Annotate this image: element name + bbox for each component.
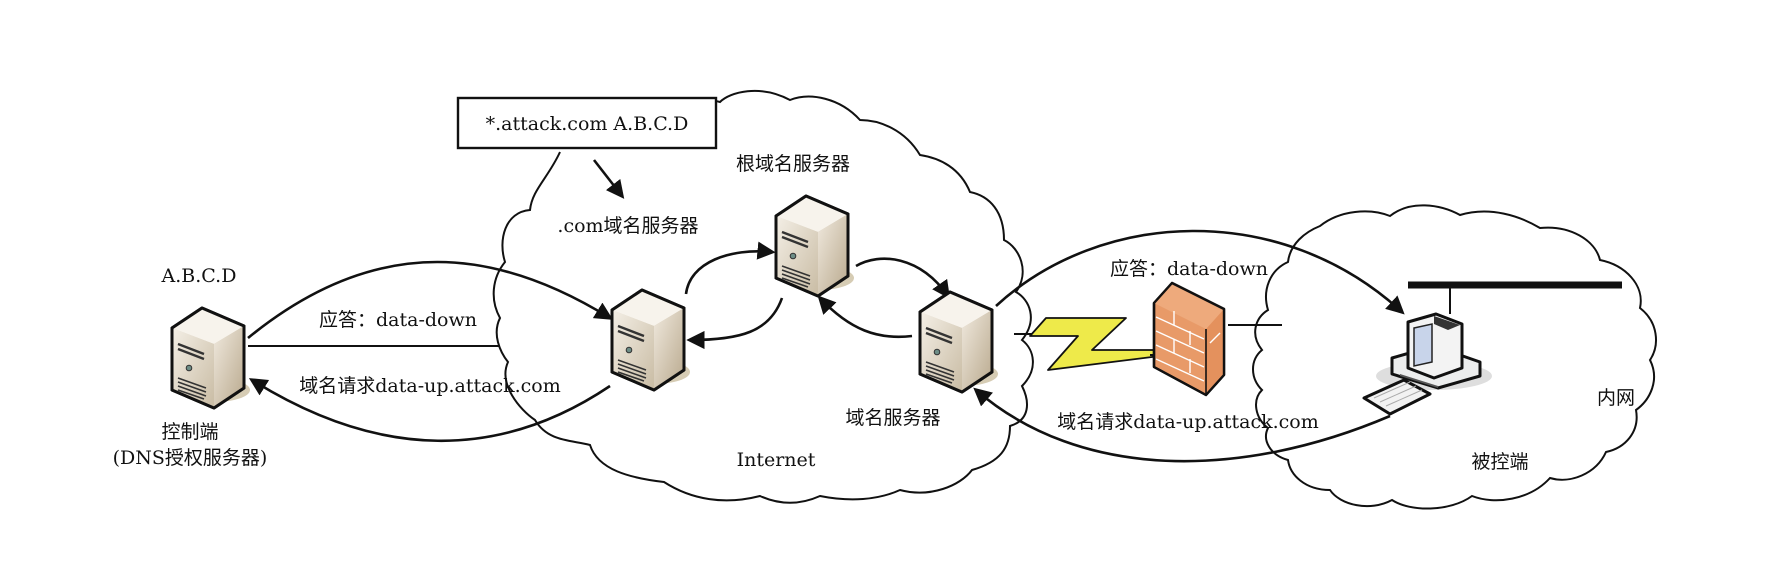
dns-record-box — [456, 96, 718, 150]
root-to-local-arrow — [855, 257, 951, 299]
internet-label: Internet — [737, 449, 816, 471]
wireless-lightning-icon — [1029, 317, 1165, 371]
controller-server-icon — [170, 306, 252, 410]
right-request-arrow — [973, 387, 1391, 463]
left-response-label: 应答：data-down — [319, 309, 477, 331]
local-to-root-arrow — [817, 295, 913, 339]
right-response-arrow — [995, 229, 1405, 315]
record-arrow — [592, 159, 625, 199]
firewall-icon — [1152, 281, 1226, 397]
dns-record-text: *.attack.com A.B.C.D — [486, 113, 689, 135]
root-server-icon — [774, 194, 856, 298]
com-server-label: .com域名服务器 — [557, 215, 698, 237]
local-dns-server-icon — [918, 290, 1000, 394]
victim-pc-icon — [1362, 312, 1492, 416]
com-to-root-arrow — [684, 241, 776, 295]
left-request-arrow — [248, 378, 611, 443]
left-request-label: 域名请求data-up.attack.com — [299, 375, 561, 397]
intranet-label: 内网 — [1597, 387, 1635, 409]
root-to-com-arrow — [686, 297, 784, 350]
victim-label: 被控端 — [1471, 451, 1528, 473]
controller-name-label: 控制端 — [161, 421, 218, 443]
controller-role-label: (DNS授权服务器) — [113, 447, 268, 469]
com-server-icon — [610, 288, 692, 392]
root-server-label: 根域名服务器 — [736, 153, 850, 175]
right-request-label: 域名请求data-up.attack.com — [1057, 411, 1319, 433]
right-response-label: 应答：data-down — [1110, 258, 1268, 280]
internet-cloud — [492, 89, 1034, 504]
local-dns-label: 域名服务器 — [845, 407, 940, 429]
controller-ip-label: A.B.C.D — [161, 265, 237, 287]
left-response-arrow — [247, 260, 614, 340]
